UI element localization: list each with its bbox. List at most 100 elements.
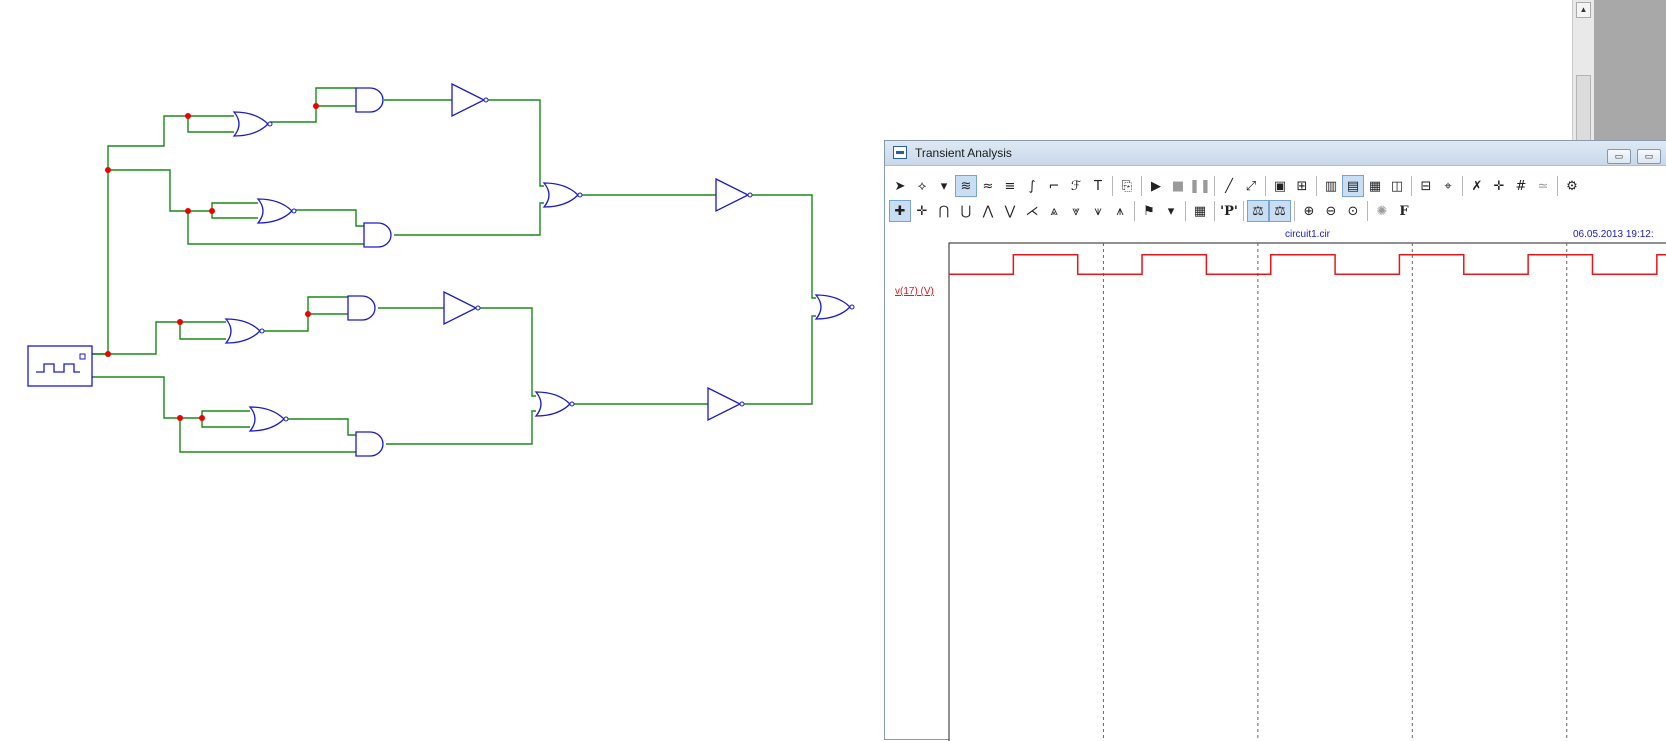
global-high-icon[interactable]: ⩓ [1050,203,1058,219]
inverter-gate[interactable] [715,178,753,212]
plot-frame [948,242,1666,741]
xy-icon[interactable]: ⚖ [1247,200,1269,222]
component-icon[interactable]: ⟡ [917,178,927,194]
select-arrow-icon[interactable]: ➤ [894,178,906,194]
high-icon[interactable]: ⋀ [982,203,994,219]
scroll-up-icon[interactable]: ▲ [1576,2,1591,18]
toolbar-separator [1112,176,1113,196]
pause-icon[interactable]: ❚❚ [1189,178,1211,194]
toolbar-separator [1316,176,1317,196]
nor-gate[interactable] [257,198,297,224]
and-gate[interactable] [355,87,384,113]
step-icon[interactable]: ⌐ [1048,178,1060,194]
xy2-icon[interactable]: ⚖ [1269,200,1291,222]
inverter-gate[interactable] [451,83,489,117]
toolbar-separator [1265,176,1266,196]
and-gate[interactable] [363,222,392,248]
toolbar-separator [1141,176,1142,196]
cursor-icon[interactable]: ⌖ [1444,178,1452,194]
toolbar-separator [1411,176,1412,196]
nor-gate-output[interactable] [815,294,855,320]
plot-timestamp: 06.05.2013 19:12: [1573,229,1654,240]
view3-icon[interactable]: ▦ [1368,178,1382,194]
marker2-icon[interactable]: ✛ [1493,178,1505,194]
maximize-button[interactable]: ▭ [1637,149,1661,164]
and-gate[interactable] [355,431,384,457]
text-icon[interactable]: T [1094,178,1102,194]
toolbar-separator [1214,201,1215,221]
dropdown2-icon[interactable]: ▾ [1167,203,1175,219]
tag-icon[interactable]: ⚑ [1143,203,1155,219]
peak-icon[interactable]: ⋂ [938,203,950,219]
window-title: Transient Analysis [915,146,1012,160]
cursor-left-icon[interactable]: ✚ [889,200,911,222]
fo-icon[interactable]: ℱ [1070,178,1082,194]
export-icon[interactable]: ⎘ [1121,178,1133,194]
stack-icon[interactable]: ≡ [1004,178,1016,194]
curve-icon[interactable]: ∫ [1028,178,1036,194]
window-titlebar[interactable]: Transient Analysis ▭ ▭ [885,141,1666,166]
plot-gridlines [1102,243,1568,741]
zoom-fit-icon[interactable]: ⊙ [1347,203,1359,219]
trace-line [949,253,1666,275]
junction-dots [105,103,319,421]
zoom-out-icon[interactable]: ⊖ [1325,203,1337,219]
global-low-icon[interactable]: ⩔ [1072,203,1080,219]
scroll-thumb[interactable] [1576,75,1591,145]
trace-label-v17[interactable]: v(17) (V) [895,286,934,297]
trace-v17 [949,253,1666,275]
minimize-button[interactable]: ▭ [1607,149,1631,164]
plot-filename: circuit1.cir [1285,229,1331,240]
inflection-icon[interactable]: ⋌ [1025,203,1039,219]
properties-icon[interactable]: ⚙ [1566,178,1578,194]
frame-icon[interactable]: ▣ [1273,178,1287,194]
workspace-background [1594,0,1666,140]
low-icon[interactable]: ⋁ [1004,203,1016,219]
line-icon[interactable]: ╱ [1225,178,1233,194]
toolbar-separator [1134,201,1135,221]
or-gate[interactable] [543,182,583,208]
waveform-plot[interactable]: v(17) (V) [885,241,1666,741]
diagonal-icon[interactable]: ⤢ [1245,178,1257,194]
toolbar-separator [1214,176,1215,196]
marker4-icon[interactable]: ≃ [1537,178,1549,194]
bottom-icon[interactable]: ⩚ [1116,203,1124,219]
top-icon[interactable]: ⩛ [1094,203,1102,219]
stop-icon[interactable]: ■ [1171,178,1185,194]
view1-icon[interactable]: ▥ [1324,178,1338,194]
toolbar-separator [1367,201,1368,221]
clock-source[interactable] [27,345,93,387]
schematic-canvas[interactable] [0,0,1666,725]
marker1-icon[interactable]: ✗ [1471,178,1483,194]
nor-gate[interactable] [249,406,289,432]
window-icon [893,146,907,159]
wave-icon[interactable]: ≈ [982,178,994,194]
toolbar-separator [1294,201,1295,221]
table-icon[interactable]: ▦ [1193,203,1207,219]
or-gate[interactable] [535,391,575,417]
toolbar-separator [1185,201,1186,221]
point-label-icon[interactable]: 'P' [1220,203,1238,219]
cursor-right-icon[interactable]: ✛ [916,203,928,219]
toolbar-separator [1557,176,1558,196]
inverter-gate[interactable] [443,291,481,325]
nor-gate[interactable] [233,111,273,137]
zoom-in-icon[interactable]: ⊕ [1303,203,1315,219]
nor-gate[interactable] [225,318,265,344]
grid-icon[interactable]: ⊞ [1296,178,1308,194]
marker3-icon[interactable]: # [1515,178,1527,194]
run-icon[interactable]: ▶ [1151,178,1161,194]
valley-icon[interactable]: ⋃ [960,203,972,219]
toolbar-separator [1462,176,1463,196]
inverter-gate[interactable] [707,387,745,421]
and-gate[interactable] [347,295,376,321]
scale-icon[interactable]: ≋ [955,175,977,197]
panel-icon[interactable]: ⊟ [1420,178,1432,194]
view4-icon[interactable]: ◫ [1390,178,1404,194]
view2-icon[interactable]: ▤ [1342,175,1364,197]
font-icon[interactable]: F [1399,203,1409,219]
dropdown-icon[interactable]: ▾ [940,178,948,194]
settings-icon[interactable]: ✺ [1376,203,1388,219]
